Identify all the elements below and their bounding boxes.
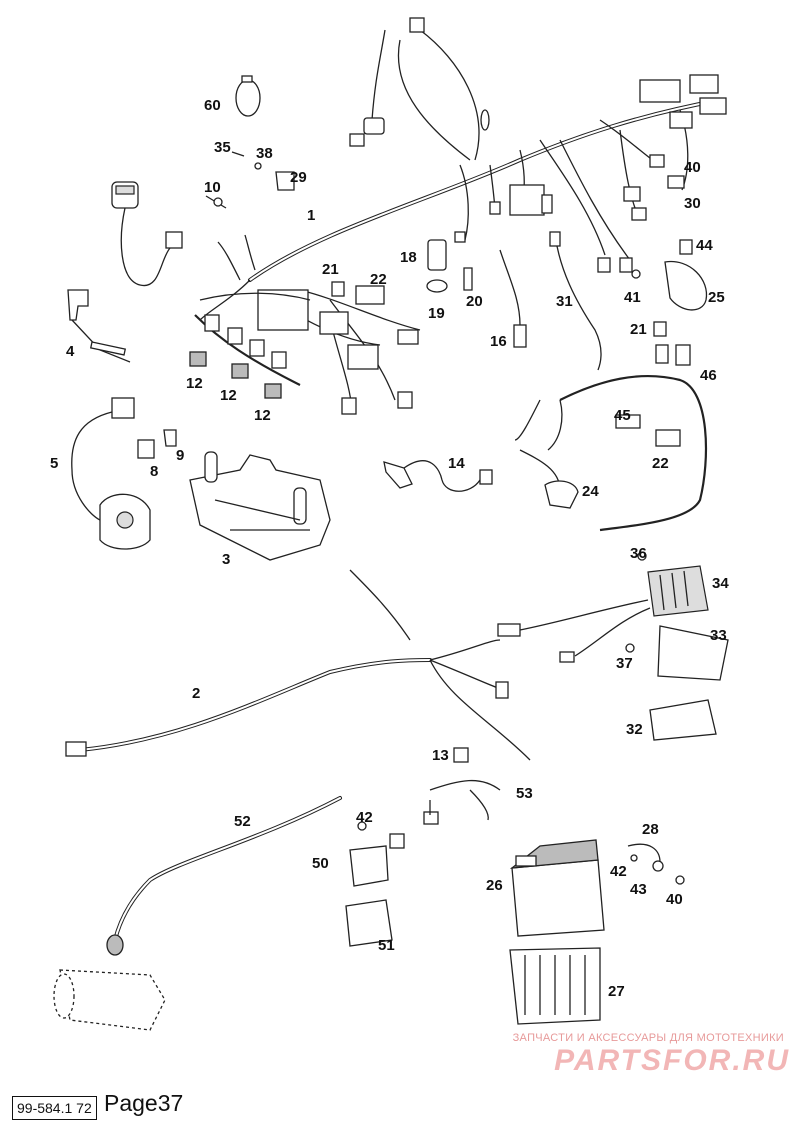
part-label: 33 (710, 627, 727, 644)
document-code: 99-584.1 72 (12, 1096, 97, 1120)
part-label: 32 (626, 721, 643, 738)
part-label: 52 (234, 813, 251, 830)
part-label: 19 (428, 305, 445, 322)
part-label: 40 (684, 159, 701, 176)
part-label: 60 (204, 97, 221, 114)
part-labels: 1 2 3 4 5 8 9 10 12 12 12 13 14 16 18 19… (50, 97, 729, 1000)
part-label: 40 (666, 891, 683, 908)
fuse-parts (331, 281, 681, 447)
part-label: 45 (614, 407, 631, 424)
kill-switch (111, 181, 183, 287)
handlebar-switch (71, 397, 151, 550)
horn (631, 239, 708, 311)
part-label: 37 (616, 655, 633, 672)
part-label: 24 (582, 483, 599, 500)
part-label: 43 (630, 881, 647, 898)
part-label: 8 (150, 463, 158, 480)
battery (509, 839, 605, 937)
part-label: 34 (712, 575, 729, 592)
rear-wiring-harness (65, 569, 531, 761)
voltage-regulator (497, 551, 729, 741)
part-label: 1 (307, 207, 315, 224)
battery-tray (189, 451, 331, 561)
part-label: 36 (630, 545, 647, 562)
part-label: 12 (220, 387, 237, 404)
watermark-logo: PARTSFOR.RU (554, 1044, 790, 1077)
part-label: 26 (486, 877, 503, 894)
relay-branch (189, 292, 311, 399)
part-label: 38 (256, 145, 273, 162)
part-label: 18 (400, 249, 417, 266)
part-label: 25 (708, 289, 725, 306)
main-wiring-harness (199, 17, 727, 415)
part-label: 16 (490, 333, 507, 350)
fuse-holder (423, 747, 501, 825)
part-label: 14 (448, 455, 465, 472)
part-label: 3 (222, 551, 230, 568)
part-label: 5 (50, 455, 58, 472)
switch-16 (499, 231, 602, 371)
battery-box (509, 947, 601, 1025)
battery-cable (627, 843, 685, 885)
rear-harness (514, 344, 708, 532)
part-label: 53 (516, 785, 533, 802)
hose-clamp (235, 75, 261, 117)
part-label: 21 (322, 261, 339, 278)
part-label: 28 (642, 821, 659, 838)
part-label: 50 (312, 855, 329, 872)
capacitor (426, 239, 473, 293)
part-label: 30 (684, 195, 701, 212)
part-label: 4 (66, 343, 75, 360)
part-label: 42 (356, 809, 373, 826)
part-label: 22 (370, 271, 387, 288)
part-label: 9 (176, 447, 184, 464)
part-label: 44 (696, 237, 713, 254)
starter-cable (106, 796, 367, 956)
small-hardware (205, 151, 295, 209)
part-label: 13 (432, 747, 449, 764)
starter-motor (53, 969, 166, 1031)
starter-relay (345, 833, 405, 947)
part-label: 42 (610, 863, 627, 880)
part-label: 22 (652, 455, 669, 472)
part-label: 29 (290, 169, 307, 186)
bracket-part-4 (67, 289, 131, 363)
part-label: 46 (700, 367, 717, 384)
sensor-14 (383, 460, 493, 492)
part-label: 27 (608, 983, 625, 1000)
part-label: 41 (624, 289, 641, 306)
part-label: 2 (192, 685, 200, 702)
part-label: 51 (378, 937, 395, 954)
watermark-caption: ЗАПЧАСТИ И АКСЕССУАРЫ ДЛЯ МОТОТЕХНИКИ (512, 1032, 784, 1044)
part-label: 12 (186, 375, 203, 392)
connector-8-9 (137, 429, 177, 459)
part-label: 10 (204, 179, 221, 196)
part-label: 20 (466, 293, 483, 310)
part-label: 21 (630, 321, 647, 338)
part-label: 35 (214, 139, 231, 156)
part-label: 12 (254, 407, 271, 424)
part-label: 31 (556, 293, 573, 310)
page-label: Page37 (104, 1090, 184, 1116)
